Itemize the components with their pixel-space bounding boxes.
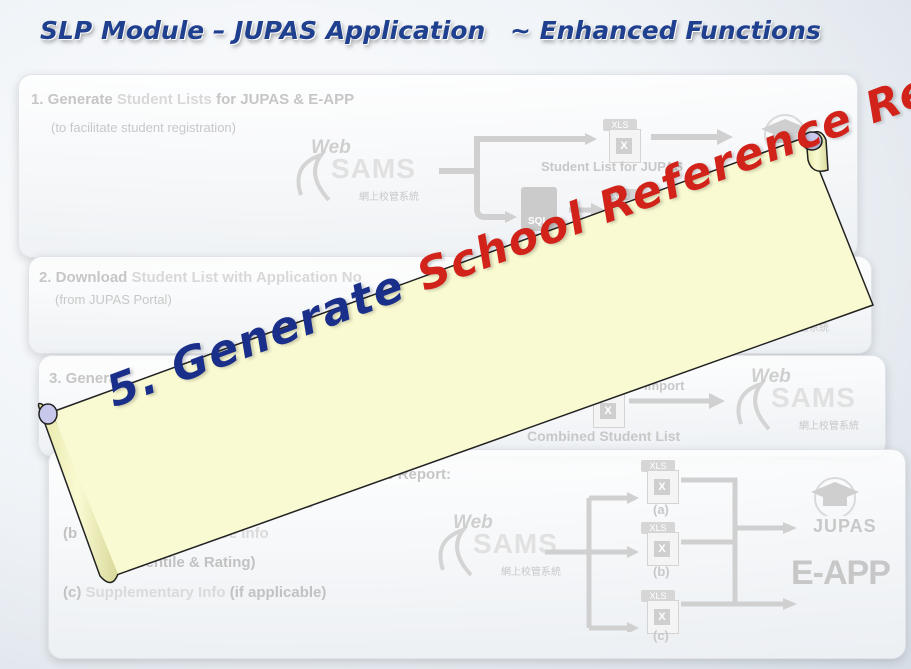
file-b-label: (b) [653,564,670,579]
step-2-title-num: 2. Download [39,269,128,286]
step-1-title-highlight: Student Lists [116,91,212,108]
websams-cn-fragment: 網上校管系統 [769,323,829,334]
file-a-label: (a) [653,502,669,517]
item-a: Abilities [255,495,313,512]
graduation-cap-icon [811,477,859,516]
xls-file-icon-a: XLS [641,460,679,504]
step-2-title: 2. Download Student List with Applicatio… [39,269,362,286]
slide-title: SLP Module – JUPAS Application ~ Enhance… [40,16,900,56]
item-c: (c) Supplementary Info (if applicable) [63,584,326,601]
step-2-subtitle: (from JUPAS Portal) [55,292,172,307]
file-c-label: (c) [653,628,669,643]
step-1-title-rest: for JUPAS & E-APP [216,91,355,108]
item-c-highlight: Supplementary Info [85,584,226,601]
combined-student-list-label: Combined Student List [527,428,681,444]
websams-cn-text: 網上校管系統 [359,192,419,203]
jupas-text: JUPAS [813,516,877,536]
eapp-logo: E-APP [791,554,891,592]
slide-title-right: ~ Enhanced Functions [510,16,821,45]
item-b-prefix: (b [63,525,78,542]
websams-logo: Web SAMS 網上校管系統 [731,366,881,451]
step-1-subtitle: (to facilitate student registration) [51,120,236,135]
step-1-title-num: 1. Generate [31,91,113,108]
item-b-line2: ercentile & Rating) [123,554,256,571]
xls-file-icon-c: XLS [641,590,679,634]
xls-file-icon: XLS [603,119,641,163]
xls-sheet [647,470,679,504]
item-c-prefix: (c) [63,584,82,601]
arrow-right-icon [629,393,725,409]
websams-sams-text: SAMS [331,153,416,184]
websams-logo: Web SAMS 網上校管系統 [291,137,441,222]
item-b-highlight: mic Performance Info [115,525,269,542]
item-a-highlight: Abilities [255,495,314,512]
xls-sheet [647,600,679,634]
xls-tag: XLS [641,590,675,602]
item-c-rest: (if applicable) [229,584,327,601]
jupas-logo: JUPAS [785,470,895,542]
slide-title-left: SLP Module – JUPAS Application [40,16,486,45]
merge-arrow-icon [681,477,797,610]
item-b: (b mic Performance Info [63,525,269,542]
import-label: import [644,378,685,393]
websams-sams-text: SAMS [771,382,856,413]
xls-sheet [593,394,625,428]
step-2-title-highlight: Student List with Application No [131,269,362,286]
xls-sheet [609,129,641,163]
branch-arrow-icon [545,492,639,632]
step-5-title-tail: Reference Report: [321,466,452,483]
xls-file-icon-b: XLS [641,522,679,566]
step-5-panel: Reference Report: Abilities (b mic Perfo… [48,449,906,659]
websams-cn-text: 網上校管系統 [799,421,859,432]
step-1-title: 1. Generate Student Lists for JUPAS & E-… [31,91,354,108]
xls-tag: XLS [603,119,637,131]
xls-sheet [647,532,679,566]
xls-file-icon: XLS [587,384,625,428]
